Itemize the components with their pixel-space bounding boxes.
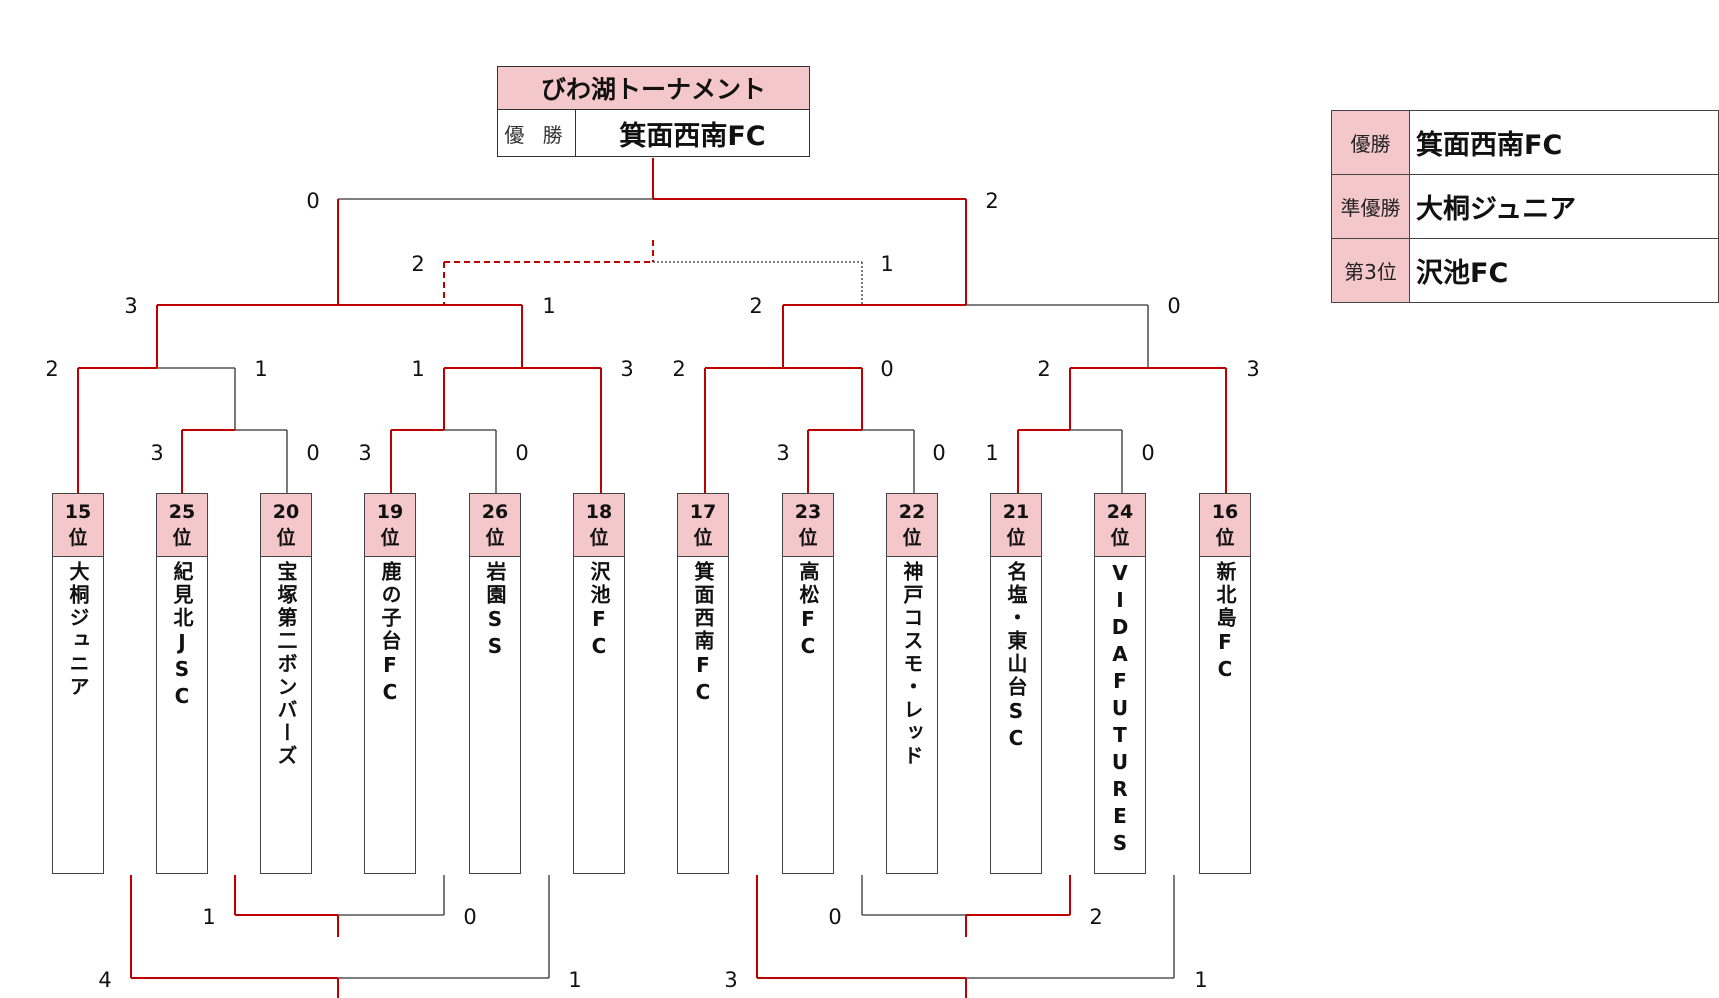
score-label: 4	[98, 968, 112, 992]
score-label: 2	[672, 357, 686, 381]
score-label: 2	[45, 357, 59, 381]
score-label: 3	[150, 441, 164, 465]
score-label: 0	[828, 905, 842, 929]
score-label: 1	[411, 357, 425, 381]
team-name: 宝塚第二ボンバーズ	[260, 556, 312, 874]
team-name: 沢池FC	[573, 556, 625, 874]
score-label: 2	[749, 294, 763, 318]
score-label: 3	[358, 441, 372, 465]
team-name: 名塩・東山台SC	[990, 556, 1042, 874]
tournament-title: びわ湖トーナメント	[497, 66, 810, 110]
team-name: 岩園SS	[469, 556, 521, 874]
score-label: 3	[620, 357, 634, 381]
score-label: 0	[880, 357, 894, 381]
score-label: 2	[1037, 357, 1051, 381]
score-label: 0	[515, 441, 529, 465]
score-label: 3	[124, 294, 138, 318]
team-name: 鹿の子台FC	[364, 556, 416, 874]
score-label: 0	[932, 441, 946, 465]
champion-value: 箕面西南FC	[575, 109, 810, 157]
score-label: 2	[985, 189, 999, 213]
score-label: 2	[411, 252, 425, 276]
score-label: 3	[1246, 357, 1260, 381]
team-name: 高松FC	[782, 556, 834, 874]
score-label: 0	[306, 441, 320, 465]
score-label: 0	[306, 189, 320, 213]
score-label: 1	[1194, 968, 1208, 992]
score-label: 3	[724, 968, 738, 992]
score-label: 3	[776, 441, 790, 465]
team-name: 箕面西南FC	[677, 556, 729, 874]
team-name: 紀見北JSC	[156, 556, 208, 874]
score-label: 1	[568, 968, 582, 992]
champion-label: 優 勝	[497, 109, 576, 157]
score-label: 0	[463, 905, 477, 929]
result-value-1: 箕面西南FC	[1409, 110, 1719, 175]
team-name: 新北島FC	[1199, 556, 1251, 874]
score-label: 1	[202, 905, 216, 929]
score-label: 1	[985, 441, 999, 465]
team-name: VIDAFUTURES	[1094, 556, 1146, 874]
score-label: 1	[254, 357, 268, 381]
team-name: 神戸コスモ・レッド	[886, 556, 938, 874]
result-label-2: 準優勝	[1331, 174, 1410, 239]
score-label: 2	[1089, 905, 1103, 929]
result-value-3: 沢池FC	[1409, 238, 1719, 303]
result-label-1: 優勝	[1331, 110, 1410, 175]
team-name: 大桐ジュニア	[52, 556, 104, 874]
score-label: 0	[1167, 294, 1181, 318]
result-label-3: 第3位	[1331, 238, 1410, 303]
score-label: 1	[880, 252, 894, 276]
score-label: 1	[542, 294, 556, 318]
score-label: 0	[1141, 441, 1155, 465]
result-value-2: 大桐ジュニア	[1409, 174, 1719, 239]
